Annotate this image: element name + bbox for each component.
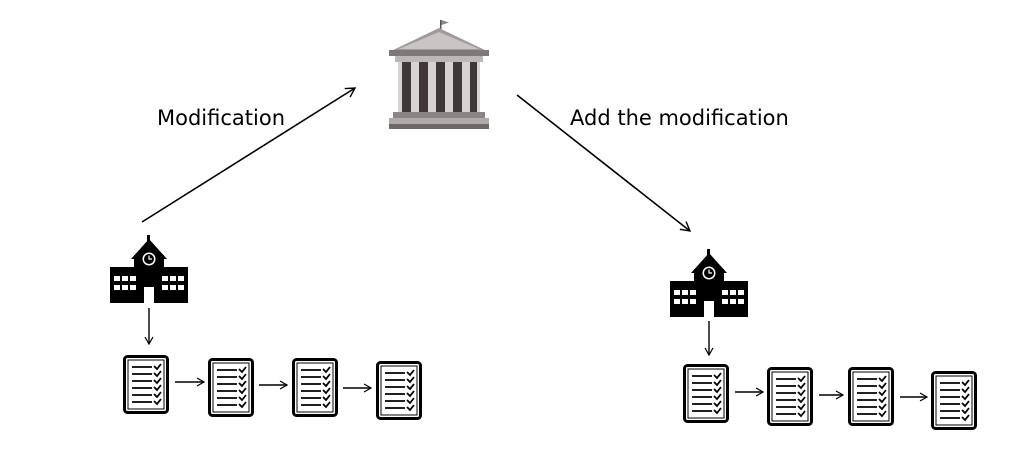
document-checklist-icon (848, 367, 894, 426)
school-building-icon-left (109, 234, 189, 304)
document-checklist-icon (376, 361, 422, 420)
right-record-chain (683, 364, 977, 430)
document-checklist-icon (683, 364, 729, 423)
modification-arrow (141, 87, 357, 223)
add-modification-label: Add the modification (570, 106, 789, 130)
government-building-icon (389, 20, 489, 129)
school-building-icon-right (669, 248, 749, 318)
modification-label: Modification (157, 106, 285, 130)
document-checklist-icon (931, 371, 977, 430)
document-checklist-icon (767, 367, 813, 426)
document-checklist-icon (292, 358, 338, 417)
document-checklist-icon (208, 358, 254, 417)
document-checklist-icon (123, 355, 169, 414)
add-modification-arrow (516, 94, 692, 232)
left-record-chain (123, 355, 422, 420)
